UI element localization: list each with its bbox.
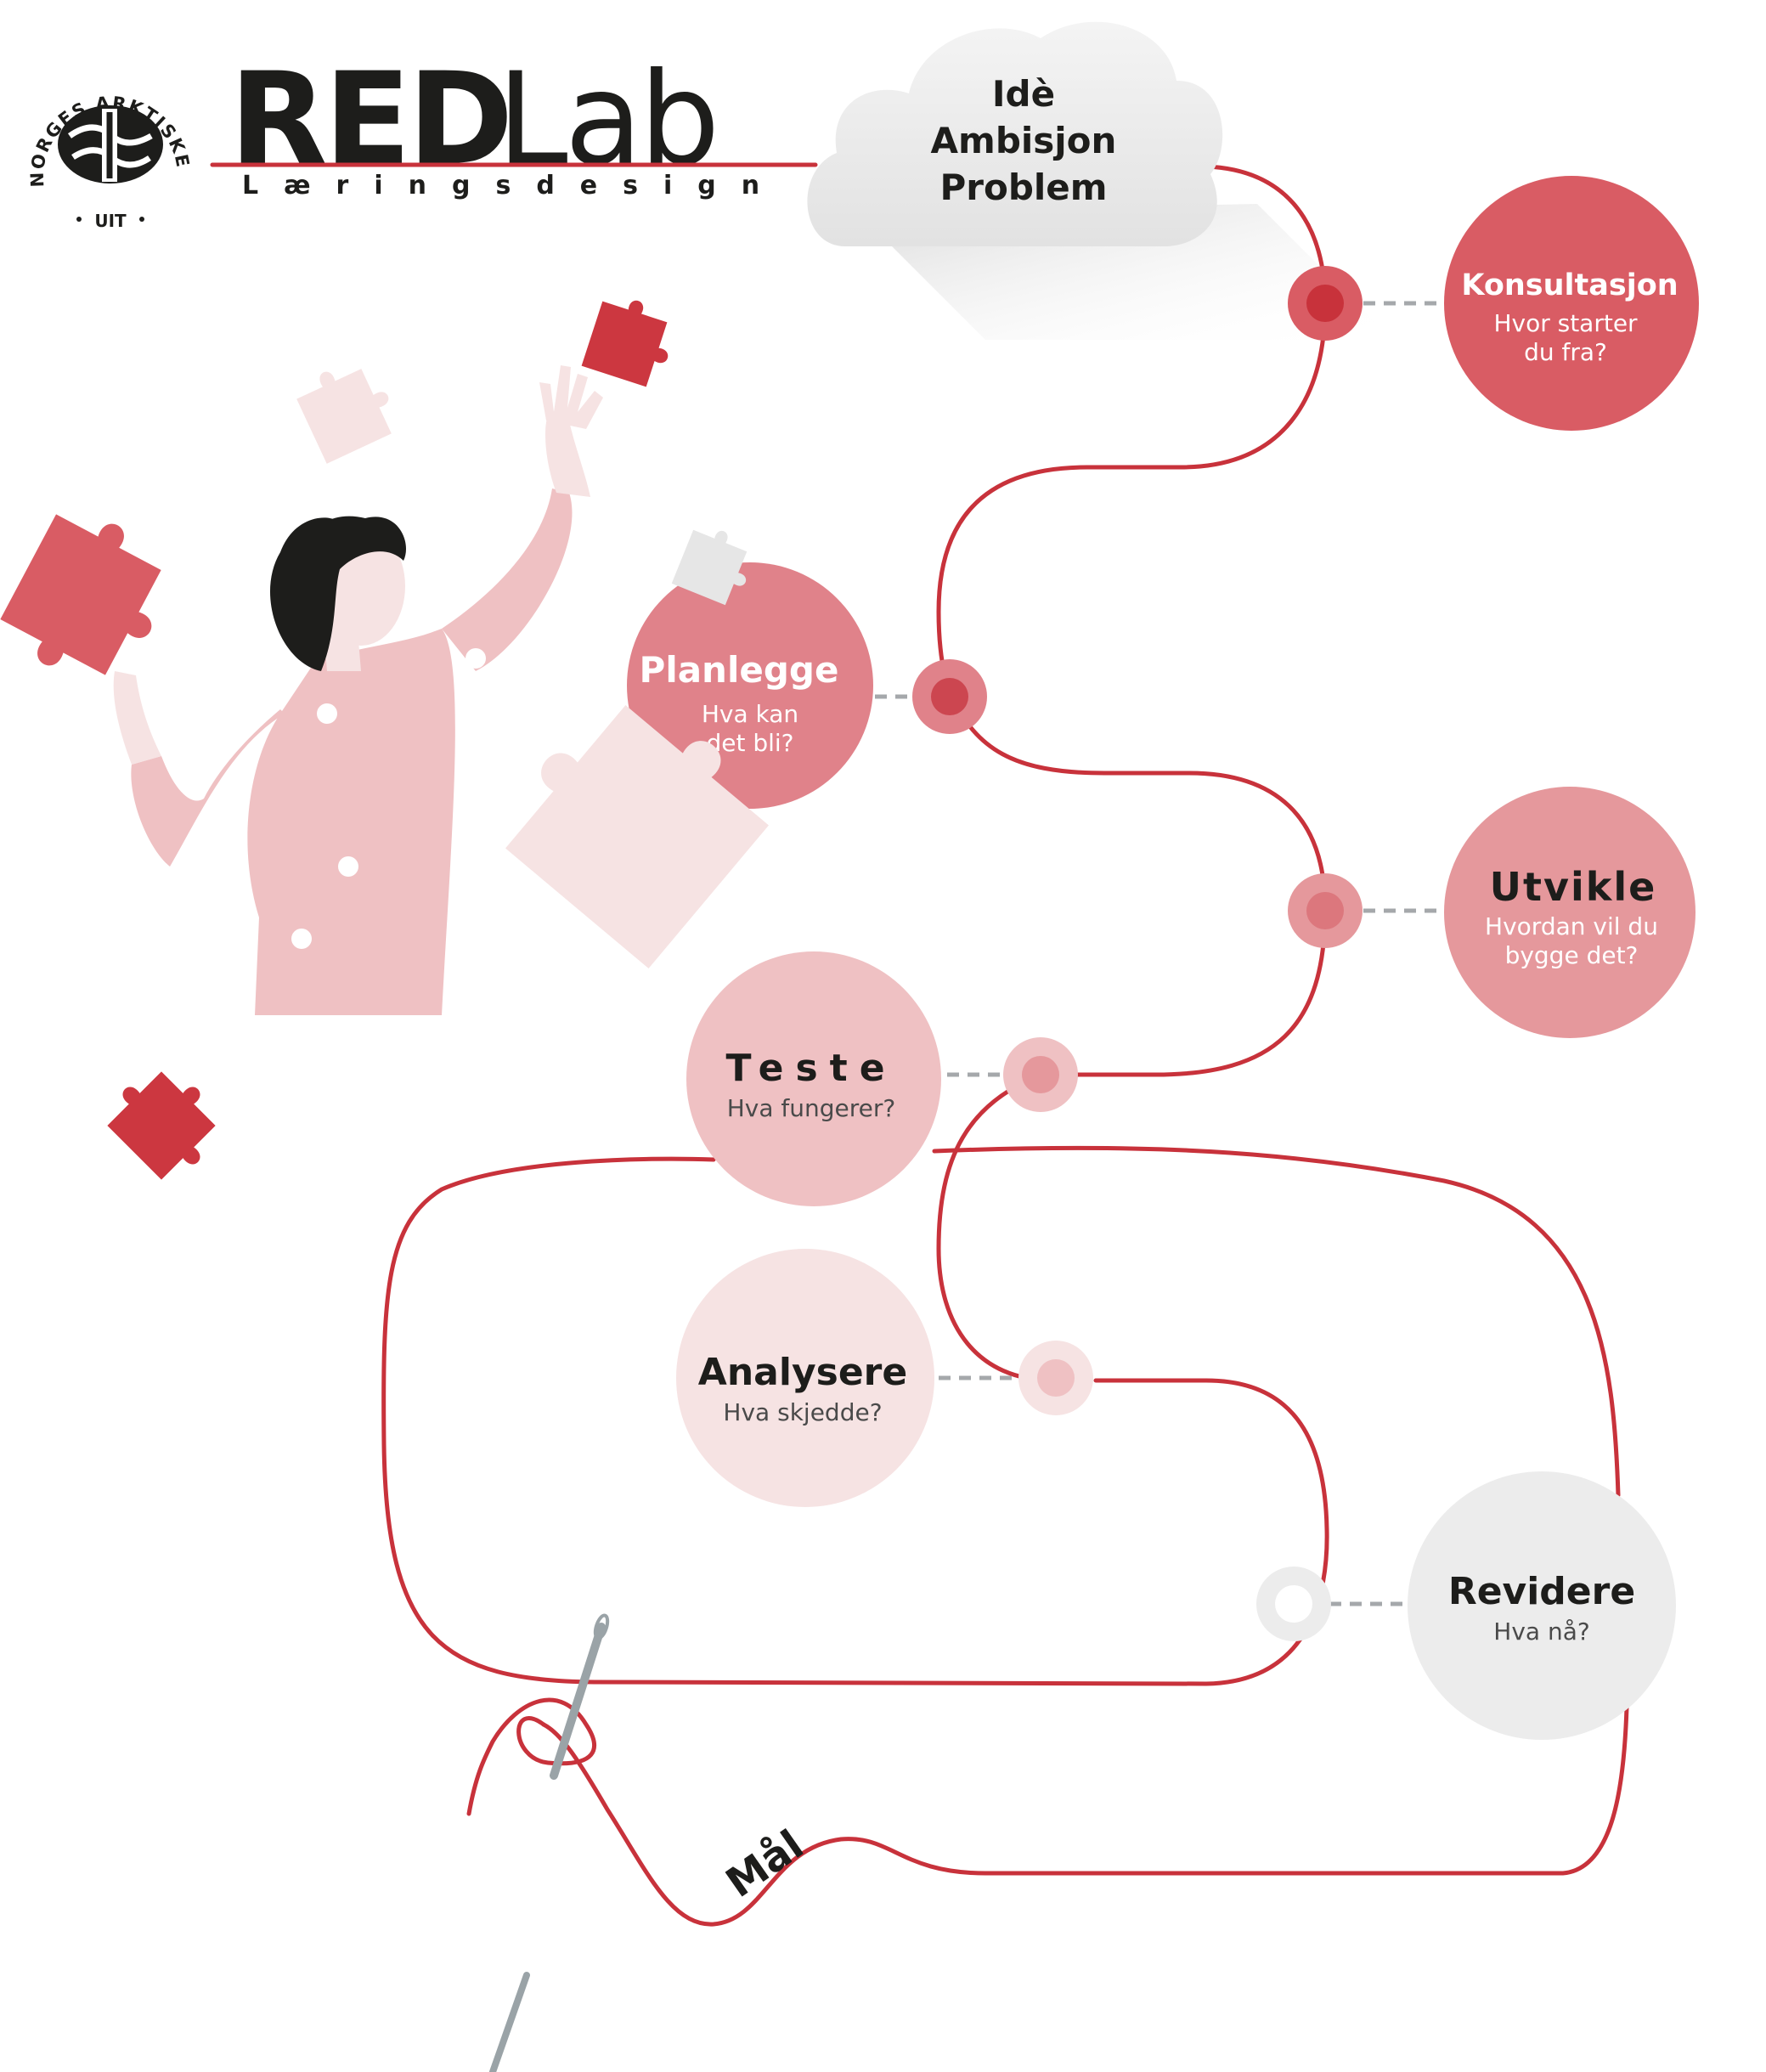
puzzle-piece-red-bottom-icon <box>107 1071 216 1180</box>
seal-emblem-icon <box>58 105 163 183</box>
brand-tagline: Læringsdesign <box>242 171 785 200</box>
brand-lab: Lab <box>497 46 717 194</box>
stage-subtitle: du fra? <box>1524 338 1607 366</box>
puzzle-piece-pale-large-icon <box>505 705 769 968</box>
puzzle-piece-red-left-icon <box>0 514 161 675</box>
puzzle-piece-grey-icon <box>671 529 748 606</box>
stage-subtitle: Hva fungerer? <box>727 1094 896 1122</box>
stage-title: Analysere <box>698 1351 907 1394</box>
cloud-line-1: Idè <box>992 73 1055 115</box>
stage-subtitle: Hva kan <box>702 700 798 728</box>
brand-red: RED <box>229 46 510 194</box>
thread-node-planlegge <box>912 659 987 734</box>
dashed-connectors <box>875 301 1444 1606</box>
stage-subtitle: Hvordan vil du <box>1485 912 1658 940</box>
needle-lower-icon <box>489 1972 530 2072</box>
stage-title: Revidere <box>1448 1570 1635 1613</box>
stage-subtitle: Hva skjedde? <box>723 1398 882 1426</box>
stage-subtitle: bygge det? <box>1505 941 1639 969</box>
stage-title: Teste <box>725 1047 896 1090</box>
cloud-line-2: Ambisjon <box>931 120 1117 161</box>
stage-analysere: Analysere Hva skjedde? <box>676 1249 934 1507</box>
person-illustration <box>113 365 603 1015</box>
stage-utvikle: Utvikle Hvordan vil du bygge det? <box>1444 787 1695 1038</box>
thread-node-analysere <box>1018 1341 1093 1415</box>
thread-node-revidere <box>1256 1567 1331 1641</box>
cloud-line-3: Problem <box>939 167 1107 208</box>
seal-bottom-text: UIT <box>94 211 127 231</box>
stage-subtitle: Hva nå? <box>1493 1618 1589 1646</box>
thread-node-teste <box>1003 1037 1078 1112</box>
stage-konsultasjon: Konsultasjon Hvor starter du fra? <box>1444 176 1699 431</box>
uit-seal-logo: NORGES ARKTISKE UNIVERSITET UIT <box>0 0 192 231</box>
thread-node-utvikle <box>1288 873 1363 948</box>
stage-title: Konsultasjon <box>1461 268 1678 302</box>
puzzle-piece-pale-top-icon <box>296 369 392 464</box>
goal-label: Mål <box>718 1821 812 1907</box>
idea-cloud: Idè Ambisjon Problem <box>807 21 1393 340</box>
puzzle-piece-red-small-icon <box>581 300 669 387</box>
stage-subtitle: det bli? <box>706 729 793 757</box>
stage-subtitle: Hvor starter <box>1493 309 1638 337</box>
thread-path <box>210 162 1629 1927</box>
needle-icon <box>550 1613 610 1780</box>
stage-teste: Teste Hva fungerer? <box>686 951 941 1206</box>
stage-revidere: Revidere Hva nå? <box>1408 1471 1676 1740</box>
stage-title: Planlegge <box>640 649 839 691</box>
stage-title: Utvikle <box>1490 864 1657 910</box>
thread-node-konsultasjon <box>1288 266 1363 341</box>
